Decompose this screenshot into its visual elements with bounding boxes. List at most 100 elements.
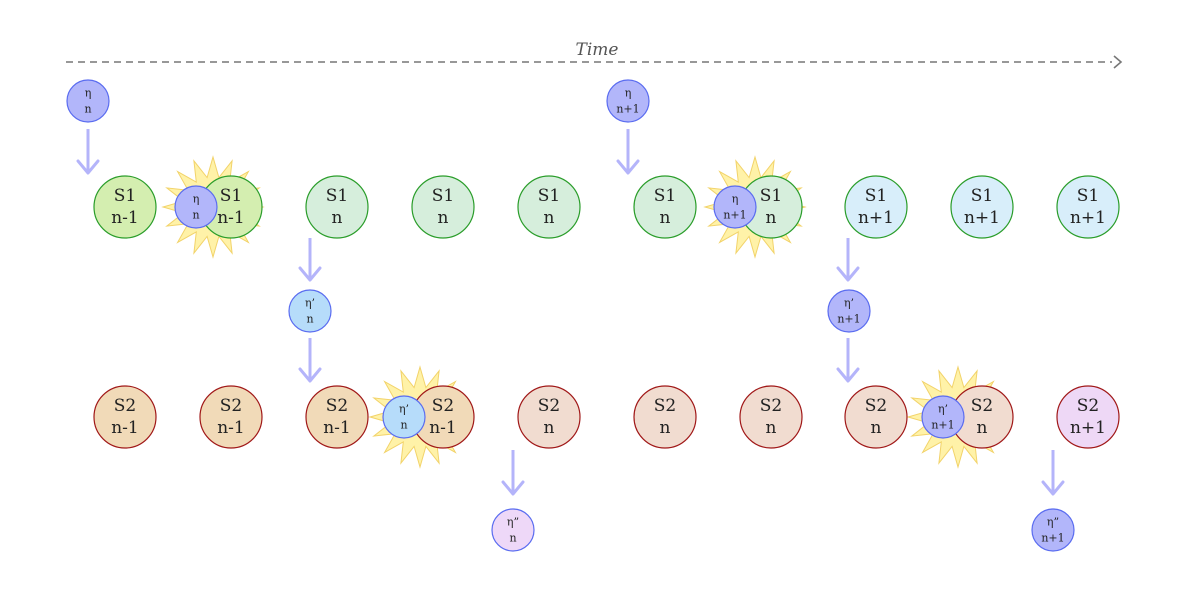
eta-n1-input-label-top: η [625,87,632,100]
s1-node-5-circle [517,175,581,239]
s1-node-5-label-bottom: n [544,208,555,228]
eta-n-input-label-bottom: n [84,103,91,116]
s2-node-6-circle [633,385,697,449]
s2-node-9-label-top: S2 [971,396,993,416]
arrow-s1-n1-to-eta-prime-n1-head [836,266,860,282]
s1-node-10-label-bottom: n+1 [1070,208,1106,228]
eta-dprime-n1-label-bottom: n+1 [1041,532,1064,545]
eta-prime-n1: η’n+1 [827,289,871,333]
arrow-s1-n1-to-eta-prime-n1 [836,238,860,282]
s1-node-6-label-bottom: n [660,208,671,228]
s2-node-3: S2n-1 [305,385,369,449]
s2-node-8-circle [844,385,908,449]
eta-n1-input-label-bottom: n+1 [616,103,639,116]
s2-node-7-label-bottom: n [766,418,777,438]
s1-node-6-circle [633,175,697,239]
s1-node-8-label-bottom: n+1 [858,208,894,228]
s2-node-4-label-top: S2 [432,396,454,416]
s2-node-8-label-top: S2 [865,396,887,416]
s1-node-9-label-bottom: n+1 [964,208,1000,228]
s2-node-10-label-bottom: n+1 [1070,418,1106,438]
arrow-s2-n1-to-eta-dprime-n1-head [1041,480,1065,496]
s2-node-6-label-top: S2 [654,396,676,416]
s1-node-10-label-top: S1 [1077,186,1099,206]
s2-node-6: S2n [633,385,697,449]
s2-node-10: S2n+1 [1056,385,1120,449]
eta-n1-consumed: ηn+1 [713,185,757,229]
eta-prime-n1-consumed-label-top: η’ [938,403,948,416]
s2-node-9-label-bottom: n [977,418,988,438]
s1-node-4-label-bottom: n [438,208,449,228]
eta-dprime-n1-circle [1031,508,1075,552]
s2-node-3-label-bottom: n-1 [323,418,351,438]
s1-node-9-label-top: S1 [971,186,993,206]
arrow-s1-n-to-eta-prime-n [298,238,322,282]
eta-prime-n-label-top: η’ [305,297,315,310]
s1-node-8-circle [844,175,908,239]
s1-node-8-label-top: S1 [865,186,887,206]
s1-node-5: S1n [517,175,581,239]
eta-n-input: ηn [66,79,110,123]
s1-node-2-label-top: S1 [220,186,242,206]
arrow-s2-n-to-eta-dprime-n [501,450,525,496]
s1-node-3: S1n [305,175,369,239]
eta-prime-n1-circle [827,289,871,333]
s1-node-1: S1n-1 [93,175,157,239]
s1-node-8: S1n+1 [844,175,908,239]
eta-n1-consumed-label-top: η [732,193,739,206]
s1-node-7-label-top: S1 [760,186,782,206]
s1-node-4-circle [411,175,475,239]
s2-node-3-label-top: S2 [326,396,348,416]
s2-node-4: S2n-1 [411,385,475,449]
timeline-label: Time [576,40,619,60]
s2-node-8-label-bottom: n [871,418,882,438]
eta-prime-n-consumed-label-bottom: n [400,419,407,432]
s2-node-8: S2n [844,385,908,449]
eta-dprime-n1: η”n+1 [1031,508,1075,552]
s2-node-7-label-top: S2 [760,396,782,416]
eta-prime-n-label-bottom: n [306,313,313,326]
s2-node-5-label-bottom: n [544,418,555,438]
s1-node-9: S1n+1 [950,175,1014,239]
s2-node-5: S2n [517,385,581,449]
eta-prime-n1-consumed-circle [921,395,965,439]
s1-node-3-circle [305,175,369,239]
s2-node-7: S2n [739,385,803,449]
s1-node-2-label-bottom: n-1 [217,208,245,228]
eta-prime-n1-label-bottom: n+1 [837,313,860,326]
eta-prime-n-consumed-label-top: η’ [399,403,409,416]
s2-node-10-circle [1056,385,1120,449]
s2-node-1-label-bottom: n-1 [111,418,139,438]
s2-node-2-label-bottom: n-1 [217,418,245,438]
eta-n1-consumed-circle [713,185,757,229]
s2-node-5-label-top: S2 [538,396,560,416]
s2-node-1: S2n-1 [93,385,157,449]
arrow-eta-n-to-s1-head [76,159,100,175]
s2-node-1-circle [93,385,157,449]
s1-node-2: S1n-1 [199,175,263,239]
s1-node-3-label-bottom: n [332,208,343,228]
s2-node-10-label-top: S2 [1077,396,1099,416]
eta-prime-n: η’ n [288,289,332,333]
s1-node-3-label-top: S1 [326,186,348,206]
eta-dprime-n-label-top: η” [507,516,519,529]
timeline: Time [66,40,1123,69]
s2-node-7-circle [739,385,803,449]
eta-prime-n1-consumed: η’ n+1 [921,395,965,439]
s1-node-4: S1n [411,175,475,239]
eta-n1-input-circle [606,79,650,123]
eta-dprime-n-circle [491,508,535,552]
s1-node-5-label-top: S1 [538,186,560,206]
s2-node-4-label-bottom: n-1 [429,418,457,438]
arrow-eta-n-to-s1 [76,129,100,175]
s2-node-2-label-top: S2 [220,396,242,416]
eta-prime-n1-consumed-label-bottom: n+1 [931,419,954,432]
arrow-eta-prime-n-to-s2-head [298,367,322,383]
s2-node-5-circle [517,385,581,449]
s1-node-9-circle [950,175,1014,239]
s1-node-4-label-top: S1 [432,186,454,206]
s2-node-3-circle [305,385,369,449]
arrows [76,129,1065,496]
eta-n-consumed: ηn [174,185,218,229]
